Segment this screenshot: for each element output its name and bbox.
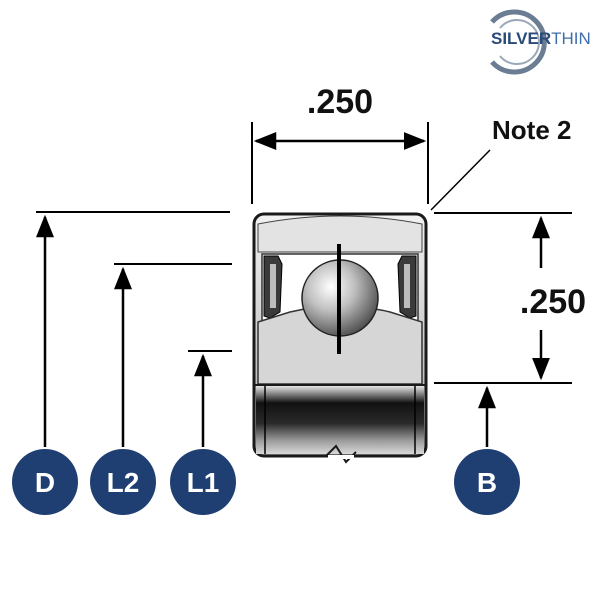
silverthin-logo: SILVERTHIN — [490, 9, 591, 75]
note-callout: Note 2 — [430, 115, 571, 211]
note-leader-line — [430, 149, 491, 211]
outer-race — [257, 215, 423, 253]
badge-l2-label: L2 — [107, 467, 140, 498]
badge-b-label: B — [477, 467, 497, 498]
badge-d: D — [12, 449, 78, 515]
left-seal-lip — [270, 264, 276, 308]
badge-l1: L1 — [170, 449, 236, 515]
logo-text-thin: THIN — [551, 29, 591, 48]
badge-l1-label: L1 — [187, 467, 220, 498]
logo-ring-inner-icon — [499, 19, 540, 65]
reference-lines — [36, 211, 496, 447]
height-value: .250 — [520, 283, 586, 321]
width-value: .250 — [307, 83, 373, 121]
logo-ring-icon — [490, 9, 547, 75]
bore — [256, 386, 424, 454]
badge-l2: L2 — [90, 449, 156, 515]
right-seal-lip — [404, 264, 410, 308]
notch-cover — [328, 455, 354, 459]
height-dimension: .250 — [434, 212, 586, 384]
width-dimension: .250 — [251, 83, 429, 204]
bearing-cross-section-icon — [252, 212, 428, 464]
badge-d-label: D — [35, 467, 55, 498]
svg-text:SILVERTHIN: SILVERTHIN — [491, 29, 591, 48]
note-label: Note 2 — [492, 115, 571, 145]
logo-text-silver: SILVER — [491, 29, 551, 48]
badge-b: B — [454, 449, 520, 515]
